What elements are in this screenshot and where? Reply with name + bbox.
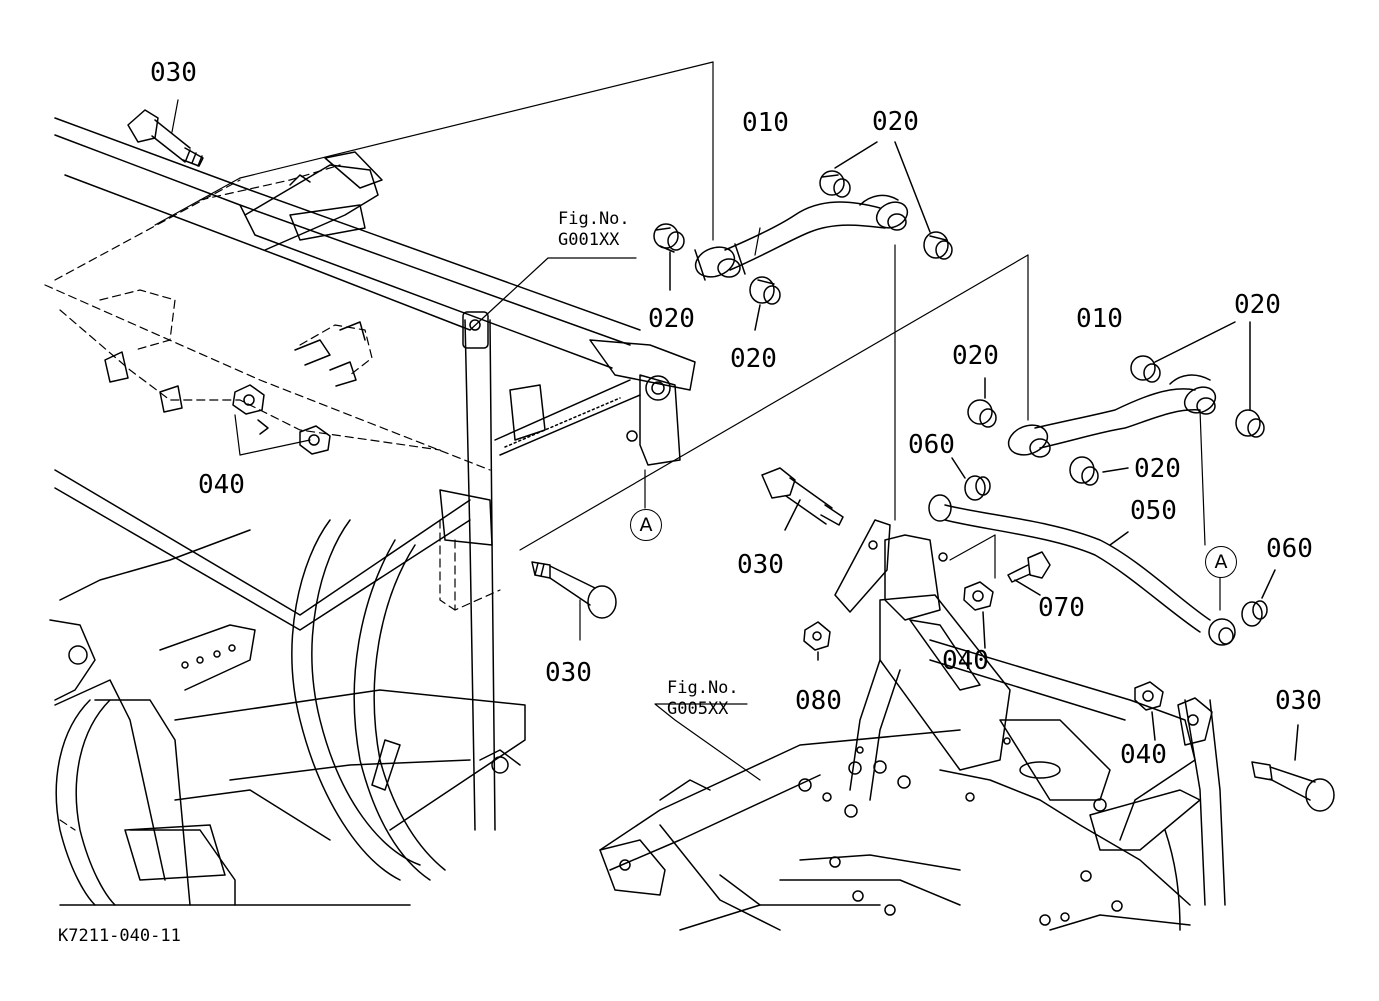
bolt-030-right-lower: [1251, 724, 1335, 812]
nuts-040-left: [232, 384, 331, 455]
rubber-060: [951, 457, 1276, 627]
callout-label: 050: [1130, 496, 1177, 526]
callout-label: 010: [1076, 304, 1123, 334]
callout-label: 030: [737, 550, 784, 580]
figure-reference-line2: G001XX: [558, 230, 620, 251]
stabilizer-rod-050: [928, 494, 1236, 646]
callout-label: 080: [795, 686, 842, 716]
nut-040-right: [963, 581, 994, 649]
bushings-020-upper: [653, 141, 953, 331]
callout-label: 020: [730, 344, 777, 374]
figure-reference-line1: Fig.No.: [558, 209, 630, 229]
callout-label: 070: [1038, 593, 1085, 623]
callout-label: 020: [1134, 454, 1181, 484]
leader-lines-left: [154, 61, 1029, 641]
callout-label: 020: [952, 341, 999, 371]
left-frame-assembly: [49, 117, 696, 906]
figure-reference-g001: Fig.No. G001XX: [558, 209, 630, 252]
link-arm-010-upper: [694, 194, 909, 281]
callout-label: 030: [1275, 686, 1322, 716]
callout-label: 040: [198, 470, 245, 500]
link-arm-010-lower: [1007, 374, 1217, 458]
bushings-020-lower: [967, 321, 1265, 486]
callout-label: 060: [1266, 534, 1313, 564]
nut-080: [803, 621, 831, 661]
callout-label: 020: [872, 107, 919, 137]
callout-label: 040: [1120, 740, 1167, 770]
detail-mark-a: A: [630, 509, 662, 541]
detail-mark-a: A: [1205, 546, 1237, 578]
callout-label: 030: [545, 658, 592, 688]
right-frame-assembly: [599, 519, 1226, 931]
figure-reference-line2: G005XX: [667, 699, 729, 720]
bolt-070: [1007, 551, 1051, 596]
callout-label: 060: [908, 430, 955, 460]
nut-040-right-lower: [1134, 681, 1164, 741]
callout-label: 020: [648, 304, 695, 334]
callout-label: 040: [942, 646, 989, 676]
callout-label: 020: [1234, 290, 1281, 320]
callout-label: 010: [742, 108, 789, 138]
figure-reference-g005: Fig.No. G005XX: [667, 678, 739, 721]
bolt-030-upper: [127, 109, 204, 167]
drawing-code: K7211-040-11: [58, 926, 181, 946]
hidden-lines-left: [44, 164, 501, 831]
callout-label: 030: [150, 58, 197, 88]
bolt-030-lower: [531, 561, 617, 619]
leader-lines-right: [654, 409, 1221, 781]
bolt-030-right-upper: [761, 467, 844, 531]
figure-reference-line1: Fig.No.: [667, 678, 739, 698]
